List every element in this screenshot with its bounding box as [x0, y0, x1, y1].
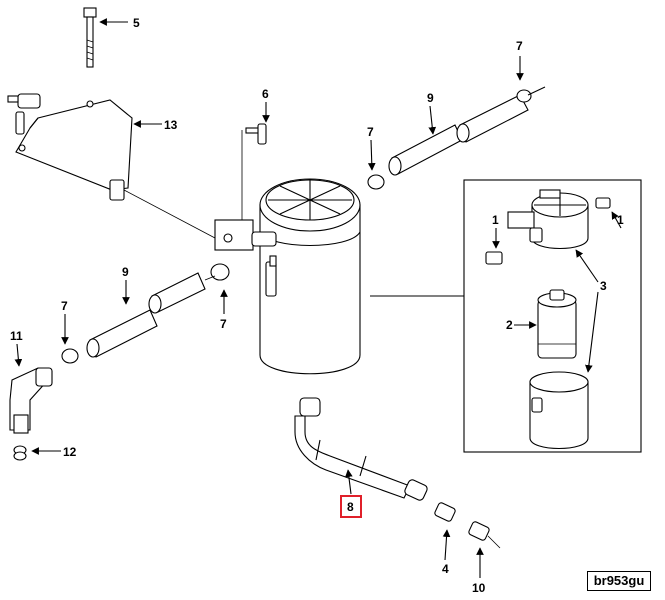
fuel-filter-housing [214, 178, 361, 375]
callout-1-bottom: 1 [617, 213, 624, 227]
callout-7-center: 7 [367, 125, 374, 139]
fuel-line-part [294, 397, 501, 549]
mounting-bracket-part [7, 93, 216, 239]
callout-7-below-clamp: 7 [220, 317, 227, 331]
callout-8: 8 [347, 500, 354, 514]
detail-inset [370, 179, 642, 453]
callout-9-lower: 9 [122, 265, 129, 279]
leader-arrows [14, 18, 622, 578]
callout-12: 12 [63, 445, 77, 459]
callout-8-highlight [340, 495, 362, 518]
hex-bolt-part [241, 123, 267, 232]
callout-6: 6 [262, 87, 269, 101]
callout-7-left: 7 [61, 299, 68, 313]
callout-2: 2 [506, 318, 513, 332]
callout-4: 4 [442, 562, 449, 576]
callout-3: 3 [600, 279, 607, 293]
drawing-reference-code: br953gu [587, 571, 651, 591]
callout-7-top-right: 7 [516, 39, 523, 53]
bolt-part [83, 7, 97, 68]
callout-1-top: 1 [492, 213, 499, 227]
callout-5: 5 [133, 16, 140, 30]
elbow-fitting-part [9, 367, 53, 461]
callout-11: 11 [10, 329, 23, 343]
callout-9-upper: 9 [427, 91, 434, 105]
callout-13: 13 [164, 118, 178, 132]
upper-hose-part [367, 86, 546, 190]
lower-hose-part [61, 263, 230, 364]
callout-10: 10 [472, 581, 486, 595]
